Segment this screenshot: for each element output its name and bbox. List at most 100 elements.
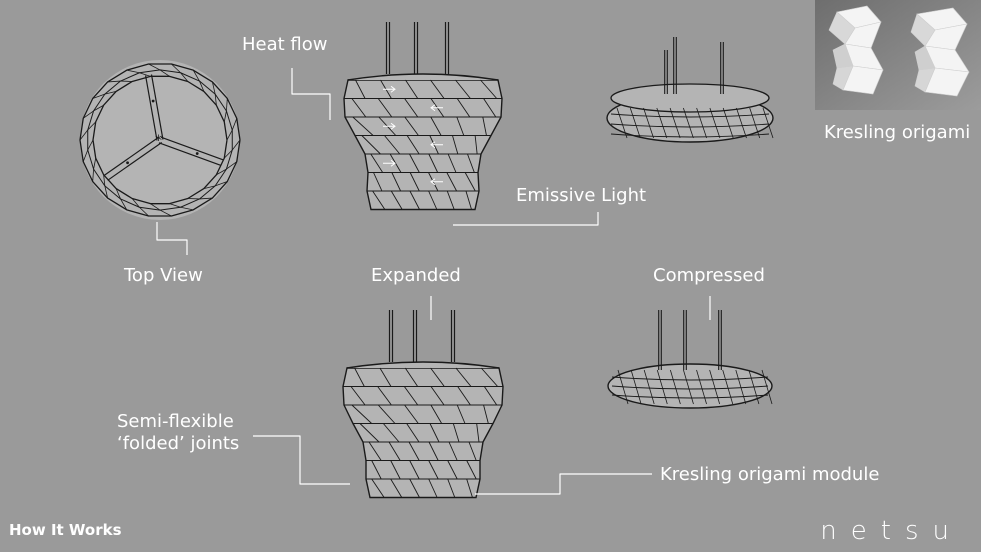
heat-lamp-fold [406,135,420,155]
top-view-fold [82,149,89,162]
heat-flow-lamp-drawing [343,22,503,211]
heat-flow-label: Heat flow [242,34,328,55]
heat-lamp-heat-arrow [430,141,443,149]
expanded-lamp-fold [480,367,499,387]
leader-line [156,222,188,255]
heat-lamp-fold [452,135,459,155]
expanded-lamp-fold [447,478,456,498]
top-view-fold [115,188,121,200]
compressed-lamp-perspective-drawing [606,37,774,143]
heat-lamp-fold [372,190,386,210]
top-view-fold [126,69,140,74]
top-view-fold [203,185,216,189]
compressed-perspective-lamp-fold [682,107,694,139]
top-view-fold [139,206,149,217]
expanded-label: Expanded [371,265,461,286]
heat-lamp-fold [474,135,478,155]
expanded-lamp-fold [409,460,420,480]
compressed-perspective-lamp-ring [610,113,770,118]
expanded-lamp-fold [448,441,458,461]
compressed-lamp-fold [656,369,668,405]
expanded-lamp-fold [404,404,419,424]
top-view-fold [92,93,105,99]
heat-lamp-fold [377,98,393,118]
heat-lamp-fold [351,98,367,118]
expanded-lamp-fold [404,367,419,387]
expanded-lamp-fold [368,441,382,461]
top-view-fold [159,69,170,77]
top-view-strut [107,141,163,181]
top-view-bolt [126,161,129,165]
compressed-lamp-fold [617,369,629,405]
heat-lamp-fold [409,172,420,192]
heat-lamp-heat-arrow [430,178,443,186]
expanded-lamp-fold [428,478,438,498]
top-view-fold [226,129,233,141]
expanded-lamp-fold [354,367,365,387]
top-view-fold [211,81,216,95]
expanded-lamp-fold [390,478,403,498]
compressed-lamp-ring [611,394,769,399]
compressed-perspective-lamp-fold [722,107,734,139]
top-view-fold [171,63,181,74]
compressed-perspective-lamp-fold [709,107,721,139]
compressed-perspective-lamp-fold [629,107,641,139]
kresling-origami-photo [815,0,981,110]
top-view-strut [150,74,164,140]
expanded-lamp-cap [346,361,500,369]
heat-lamp-fold [467,153,475,173]
heat-lamp-body [343,79,503,211]
top-view-strut [103,137,159,176]
top-view-fold [223,110,227,122]
expanded-lamp-fold [428,460,439,480]
expanded-lamp-fold [371,460,382,480]
expanded-lamp-fold [409,478,420,498]
top-view-fold [150,203,161,211]
compressed-perspective-lamp-fold [656,107,668,139]
compressed-lamp-fold [643,369,655,405]
top-view-fold [103,174,106,186]
top-view-fold [199,197,213,200]
top-view-fill [80,60,240,220]
top-view-fold [131,198,140,208]
top-view-center-mark: * [155,133,162,149]
heat-lamp-fold [409,153,420,173]
heat-lamp-fold [446,172,457,192]
top-view-fold [87,139,94,151]
heat-lamp-fold [352,116,374,136]
kresling-origami-label: Kresling origami [824,122,971,143]
leader-line [253,435,350,485]
heat-lamp-fold [405,79,419,99]
heat-lamp-fold [373,172,383,192]
compressed-perspective-lamp-fold [762,107,774,139]
compressed-lamp-fold [683,369,694,405]
expanded-lamp-fold [430,404,443,424]
heat-lamp-fold [430,79,445,99]
expanded-lamp-fold [452,423,460,443]
compressed-label: Compressed [653,265,765,286]
top-view-fold [79,129,89,141]
compressed-lamp-ring [611,376,769,381]
expanded-lamp-fold [466,460,477,480]
heat-lamp-fold [482,116,487,136]
compressed-lamp-fold [761,369,773,405]
compressed-lamp-drawing [607,310,773,409]
top-view-fold [104,185,109,199]
compressed-perspective-lamp-fold [736,107,747,139]
expanded-lamp-fold [447,460,458,480]
expanded-lamp-fold [430,367,445,387]
emissive-light-label: Emissive Light [516,185,647,206]
expanded-lamp-fold [377,404,396,424]
top-view-fold [199,80,205,92]
heat-lamp-fold [428,190,438,210]
expanded-lamp-fold [382,423,400,443]
top-view-drawing: * [79,60,241,220]
top-view-bolt [195,152,199,155]
top-view-fold [148,63,161,71]
heat-lamp-heat-arrow [430,104,443,112]
heat-lamp-fold [361,135,381,155]
compressed-lamp-fold [735,369,747,405]
heat-lamp-fold [455,79,471,99]
expanded-lamp-fold [430,386,445,406]
top-view-strut [160,136,224,161]
